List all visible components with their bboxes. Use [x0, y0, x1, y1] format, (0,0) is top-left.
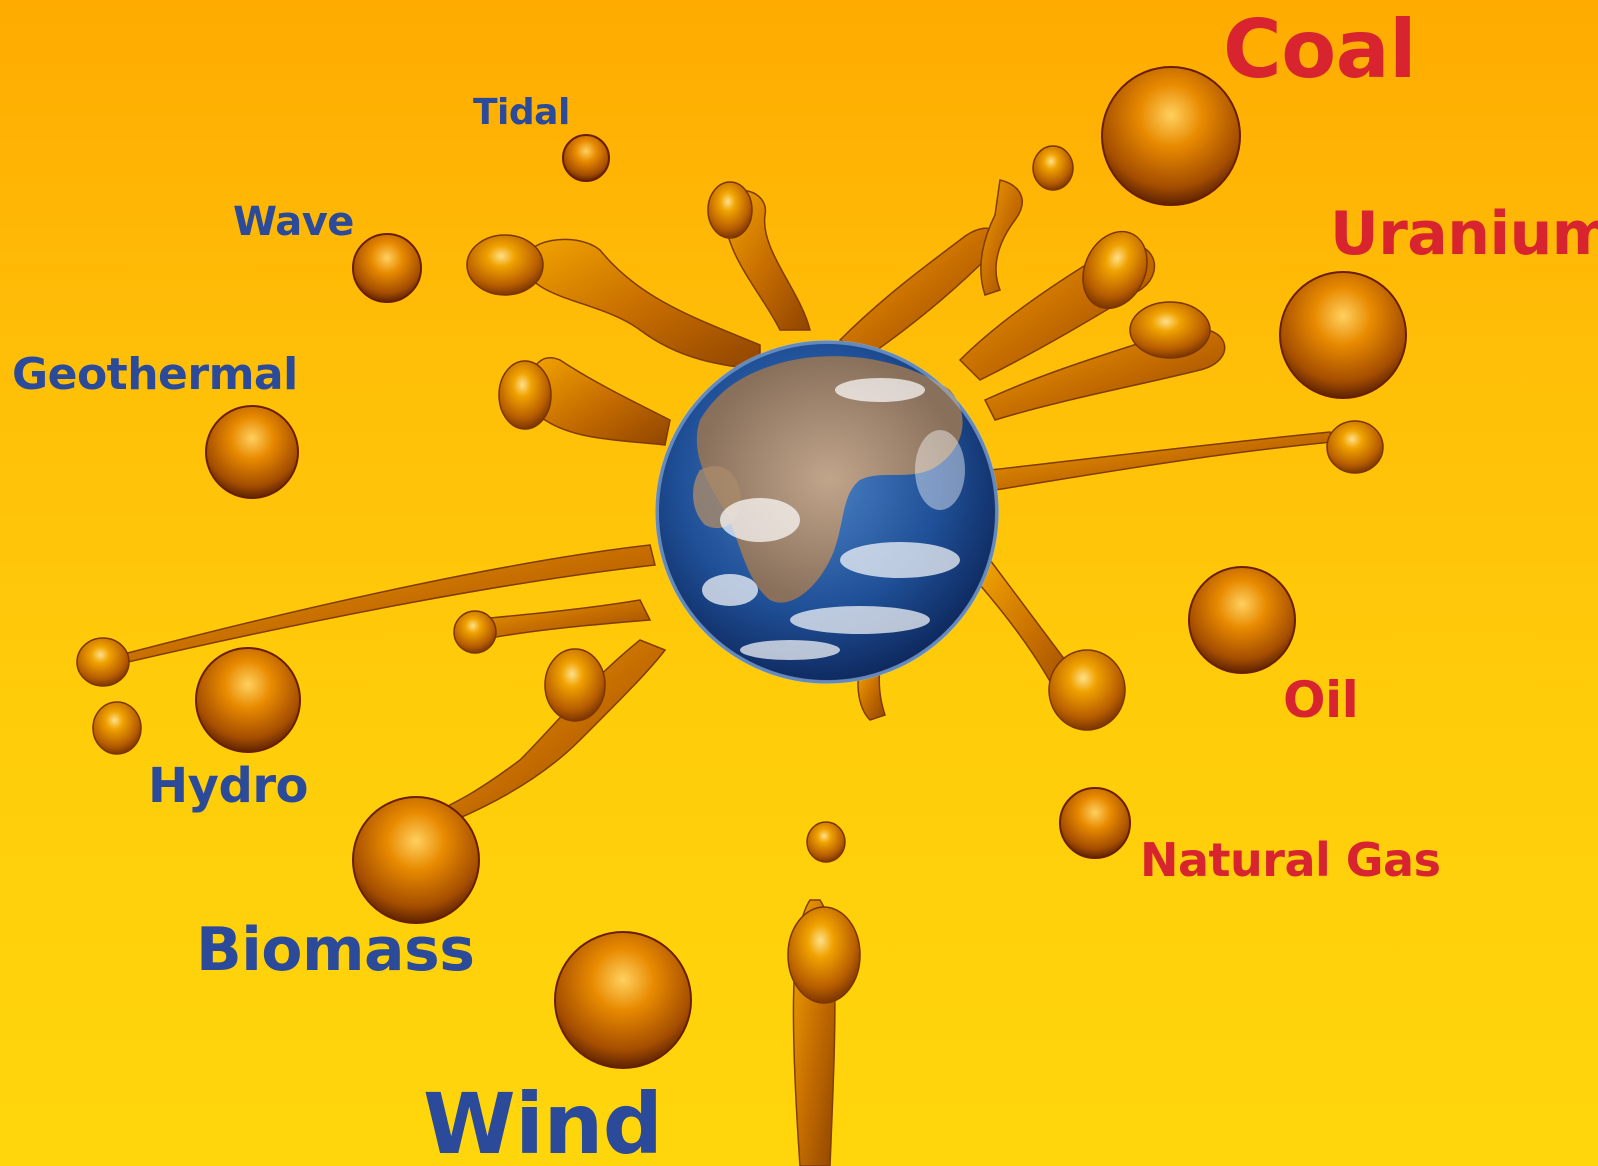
wind-label: Wind [423, 1075, 663, 1166]
wave-label: Wave [233, 199, 354, 245]
earth-globe-icon [655, 340, 999, 684]
wind-bubble [554, 931, 692, 1069]
uranium-bubble [1279, 271, 1407, 399]
coal-bubble [1101, 66, 1241, 206]
splash-droplets [76, 135, 1384, 1004]
natural-gas-bubble [1059, 787, 1131, 859]
hydro-bubble [195, 647, 301, 753]
biomass-bubble [352, 796, 480, 924]
hydro-label: Hydro [148, 758, 308, 814]
geothermal-bubble [205, 405, 299, 499]
oil-label: Oil [1283, 671, 1359, 729]
coal-label: Coal [1223, 3, 1417, 96]
biomass-label: Biomass [196, 915, 475, 985]
natural-gas-label: Natural Gas [1140, 833, 1441, 887]
geothermal-label: Geothermal [12, 349, 298, 400]
tidal-bubble [562, 134, 610, 182]
fossil-bubbles [1059, 66, 1407, 859]
oil-bubble [1188, 566, 1296, 674]
tidal-label: Tidal [473, 92, 570, 133]
uranium-label: Uranium [1330, 199, 1598, 269]
renewable-bubbles [195, 134, 692, 1069]
wave-bubble [352, 233, 422, 303]
